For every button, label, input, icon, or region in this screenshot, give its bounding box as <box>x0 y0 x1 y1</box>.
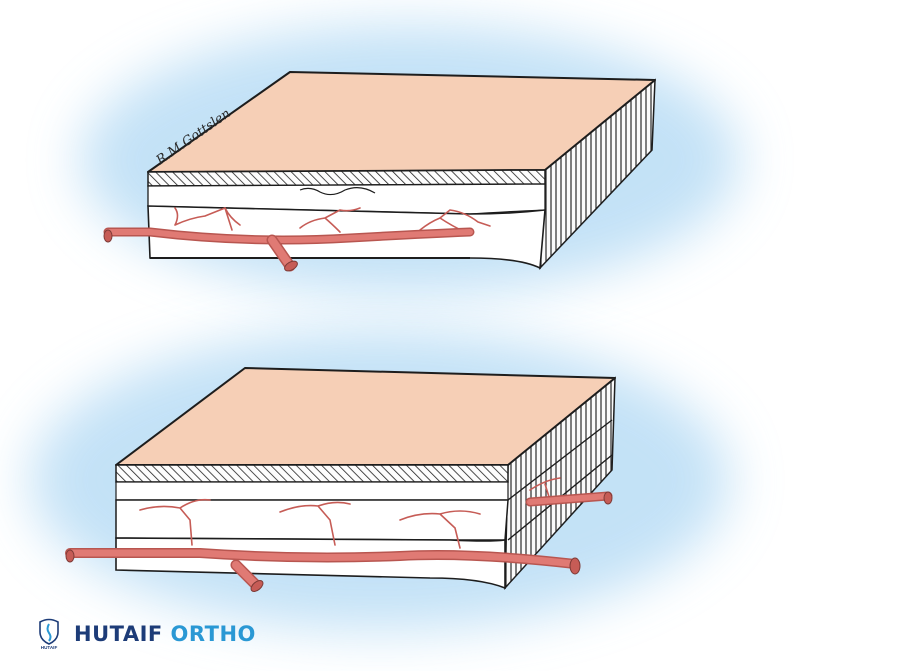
bottom-block <box>65 367 616 592</box>
brand-footer: HUTAIF HUTAIF ORTHO <box>36 618 256 650</box>
bottom-block-side-vessel <box>525 491 613 507</box>
bottom-block-branch-vessels <box>139 477 561 549</box>
top-block: R.M.Gottslen <box>103 71 656 272</box>
bottom-block-dermis <box>115 464 509 483</box>
bottom-block-fat-layer <box>115 481 509 501</box>
top-block-dermis <box>147 169 546 187</box>
bottom-block-main-vessel <box>65 548 581 592</box>
brand-name: HUTAIF ORTHO <box>74 622 256 646</box>
top-block-branch-vessels <box>174 207 491 233</box>
shield-spine-icon: HUTAIF <box>39 618 59 650</box>
brand-word-ortho: ORTHO <box>170 622 256 646</box>
brand-logo-text: HUTAIF <box>41 645 58 650</box>
top-block-main-vessel <box>103 227 475 272</box>
brand-word-hutaif: HUTAIF <box>74 622 163 646</box>
